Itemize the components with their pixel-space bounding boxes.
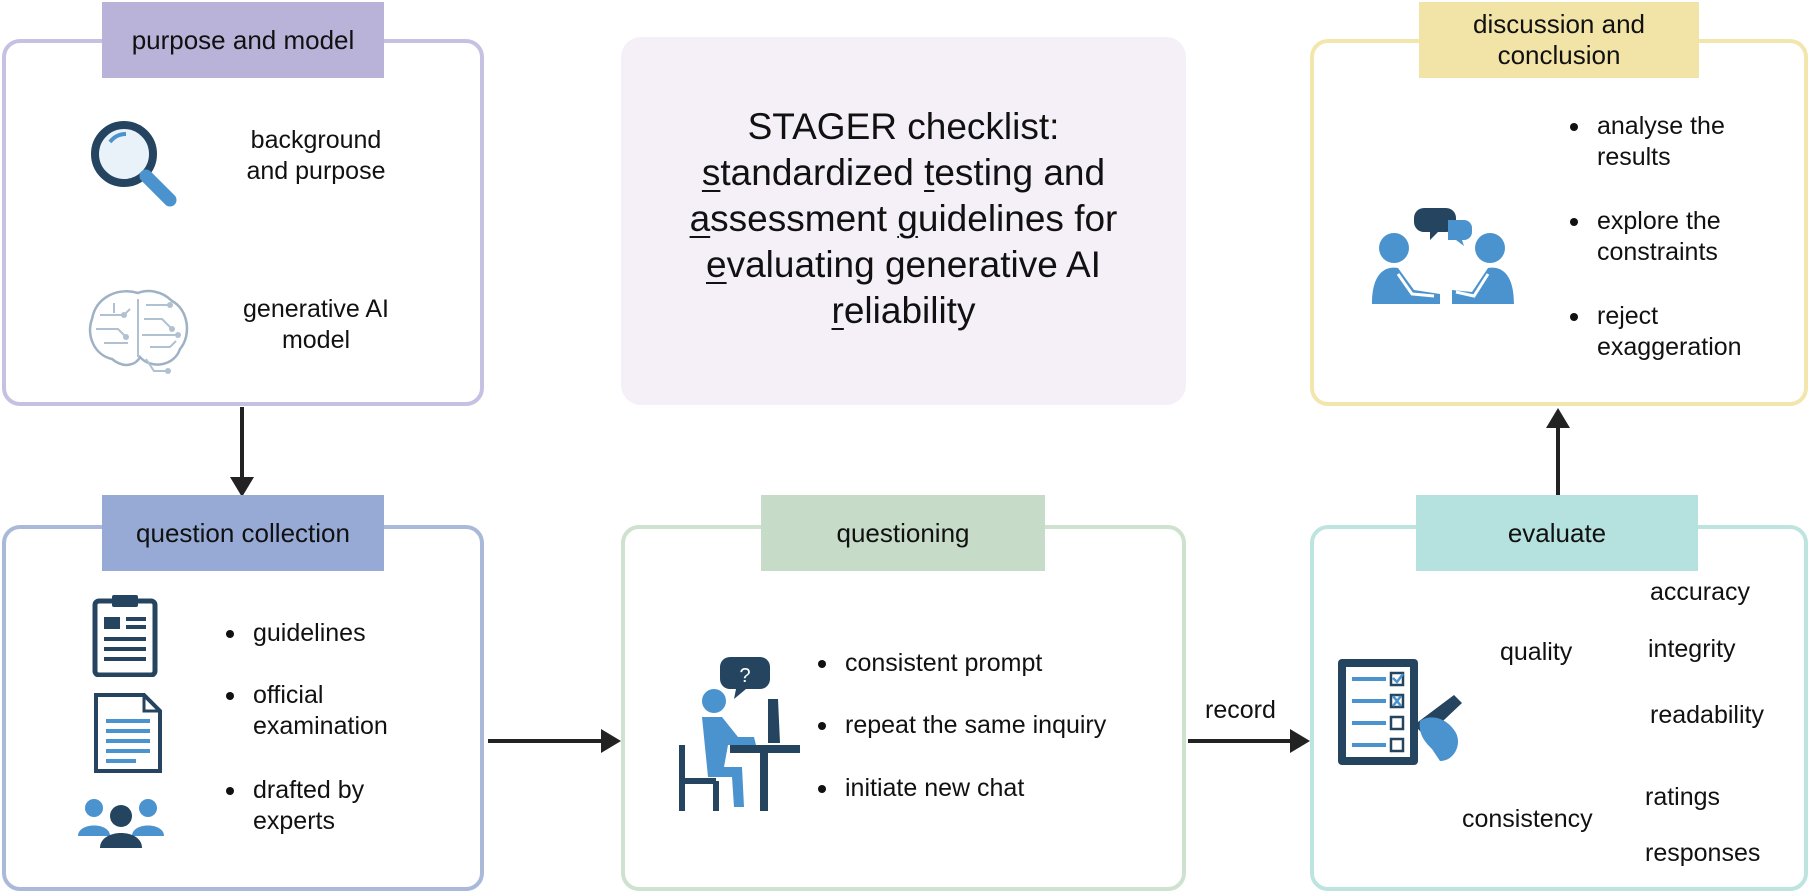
quality-label: quality <box>1500 638 1573 666</box>
discussion-item-analyse: analyse the results <box>1570 111 1772 173</box>
purpose-tab: purpose and model <box>102 2 384 78</box>
discussion-item-exaggeration: reject exaggeration <box>1570 301 1772 363</box>
collection-item-guidelines: guidelines <box>226 619 366 647</box>
collection-item-experts: drafted by experts <box>226 775 393 837</box>
arrow-questioning-to-evaluate-head <box>1290 729 1310 753</box>
magnifier-icon <box>88 118 180 210</box>
title-line-1: STAGER checklist: <box>747 106 1060 147</box>
quality-item-readability: readability <box>1650 701 1764 729</box>
quality-item-accuracy: accuracy <box>1650 578 1751 606</box>
arrow-purpose-to-collection-head <box>230 477 254 497</box>
clipboard-icon <box>92 593 158 677</box>
questioning-item-new-chat: initiate new chat <box>817 774 1025 802</box>
person-at-computer-icon: ? <box>672 655 802 813</box>
generative-model-label: generative AI model <box>243 295 389 354</box>
quality-item-integrity: integrity <box>1648 635 1736 663</box>
checklist-title: STAGER checklist: standardized testing a… <box>621 104 1186 334</box>
two-people-talking-icon <box>1368 204 1518 308</box>
document-icon <box>92 693 164 773</box>
purpose-panel <box>2 39 484 406</box>
evaluate-tab: evaluate <box>1416 495 1698 571</box>
question-collection-tab: question collection <box>102 495 384 571</box>
discussion-item-constraints: explore the constraints <box>1570 206 1772 268</box>
consistency-item-ratings: ratings <box>1645 783 1721 811</box>
arrow-evaluate-to-discussion-head <box>1546 408 1570 428</box>
questioning-tab: questioning <box>761 495 1045 571</box>
questioning-item-repeat: repeat the same inquiry <box>817 711 1107 739</box>
svg-text:?: ? <box>739 665 750 687</box>
background-purpose-label: background and purpose <box>246 126 386 185</box>
consistency-item-responses: responses <box>1645 839 1761 867</box>
record-label: record <box>1205 696 1276 724</box>
questioning-item-prompt: consistent prompt <box>817 649 1043 677</box>
checklist-pen-icon <box>1336 657 1476 769</box>
people-group-icon <box>76 796 166 848</box>
brain-circuit-icon <box>84 285 192 377</box>
discussion-tab: discussion and conclusion <box>1419 2 1699 78</box>
arrow-collection-to-questioning-head <box>601 729 621 753</box>
title-card <box>621 37 1186 405</box>
collection-item-official: official examination <box>226 680 413 742</box>
consistency-label: consistency <box>1462 805 1593 833</box>
